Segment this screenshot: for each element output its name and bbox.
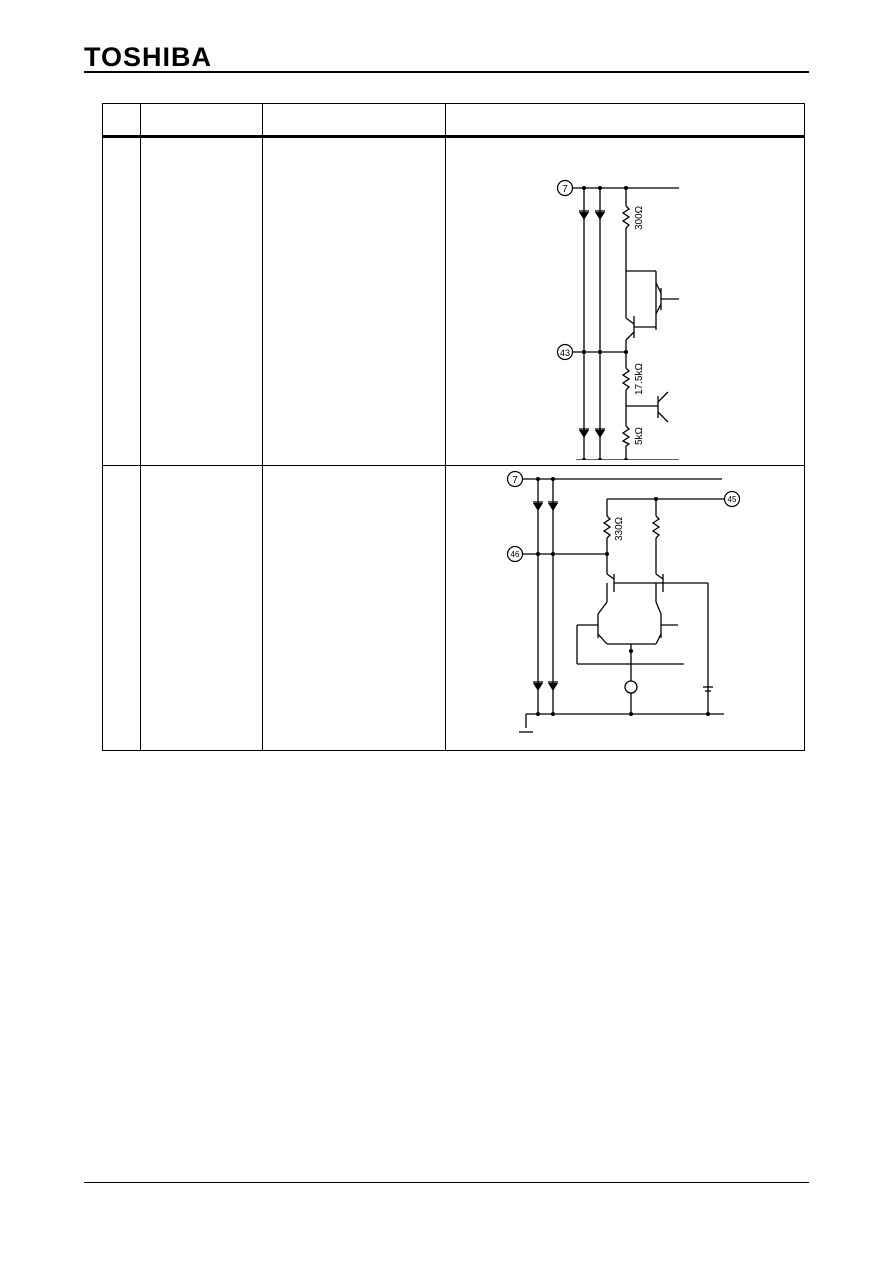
function-cell bbox=[262, 136, 446, 466]
table-row: 7 43 300Ω 17.5kΩ 5kΩ bbox=[102, 136, 805, 483]
table-header-row bbox=[102, 103, 805, 138]
header-cell bbox=[445, 103, 805, 138]
pin-number-cell bbox=[102, 136, 141, 466]
table-row: 7 46 45 330Ω bbox=[102, 465, 805, 751]
resistor-label: 17.5kΩ bbox=[634, 363, 645, 395]
header-cell bbox=[140, 103, 263, 138]
pin-label: 45 bbox=[728, 495, 737, 504]
circuit-cell: 7 43 300Ω 17.5kΩ 5kΩ bbox=[445, 136, 805, 483]
pin-label: 43 bbox=[560, 348, 570, 358]
pin-label: 7 bbox=[562, 184, 568, 195]
pin-description-table: 7 43 300Ω 17.5kΩ 5kΩ bbox=[102, 103, 805, 751]
footer-rule bbox=[84, 1182, 809, 1183]
pin-label: 7 bbox=[512, 475, 518, 486]
resistor-label: 300Ω bbox=[634, 205, 645, 230]
resistor-label: 5kΩ bbox=[634, 426, 645, 445]
pin-name-cell bbox=[140, 465, 263, 751]
pin-number-cell bbox=[102, 465, 141, 751]
resistor-label: 330Ω bbox=[614, 516, 625, 541]
interface-circuit-diagram: 7 46 45 330Ω bbox=[506, 470, 741, 733]
header-cell bbox=[262, 103, 446, 138]
pin-label: 46 bbox=[511, 550, 520, 559]
toshiba-logo: TOSHIBA bbox=[84, 42, 213, 72]
header-cell bbox=[102, 103, 141, 138]
header-rule bbox=[84, 71, 809, 73]
function-cell bbox=[262, 465, 446, 751]
interface-circuit-diagram: 7 43 300Ω 17.5kΩ 5kΩ bbox=[556, 179, 679, 483]
circuit-cell: 7 46 45 330Ω bbox=[445, 465, 805, 751]
pin-name-cell bbox=[140, 136, 263, 466]
